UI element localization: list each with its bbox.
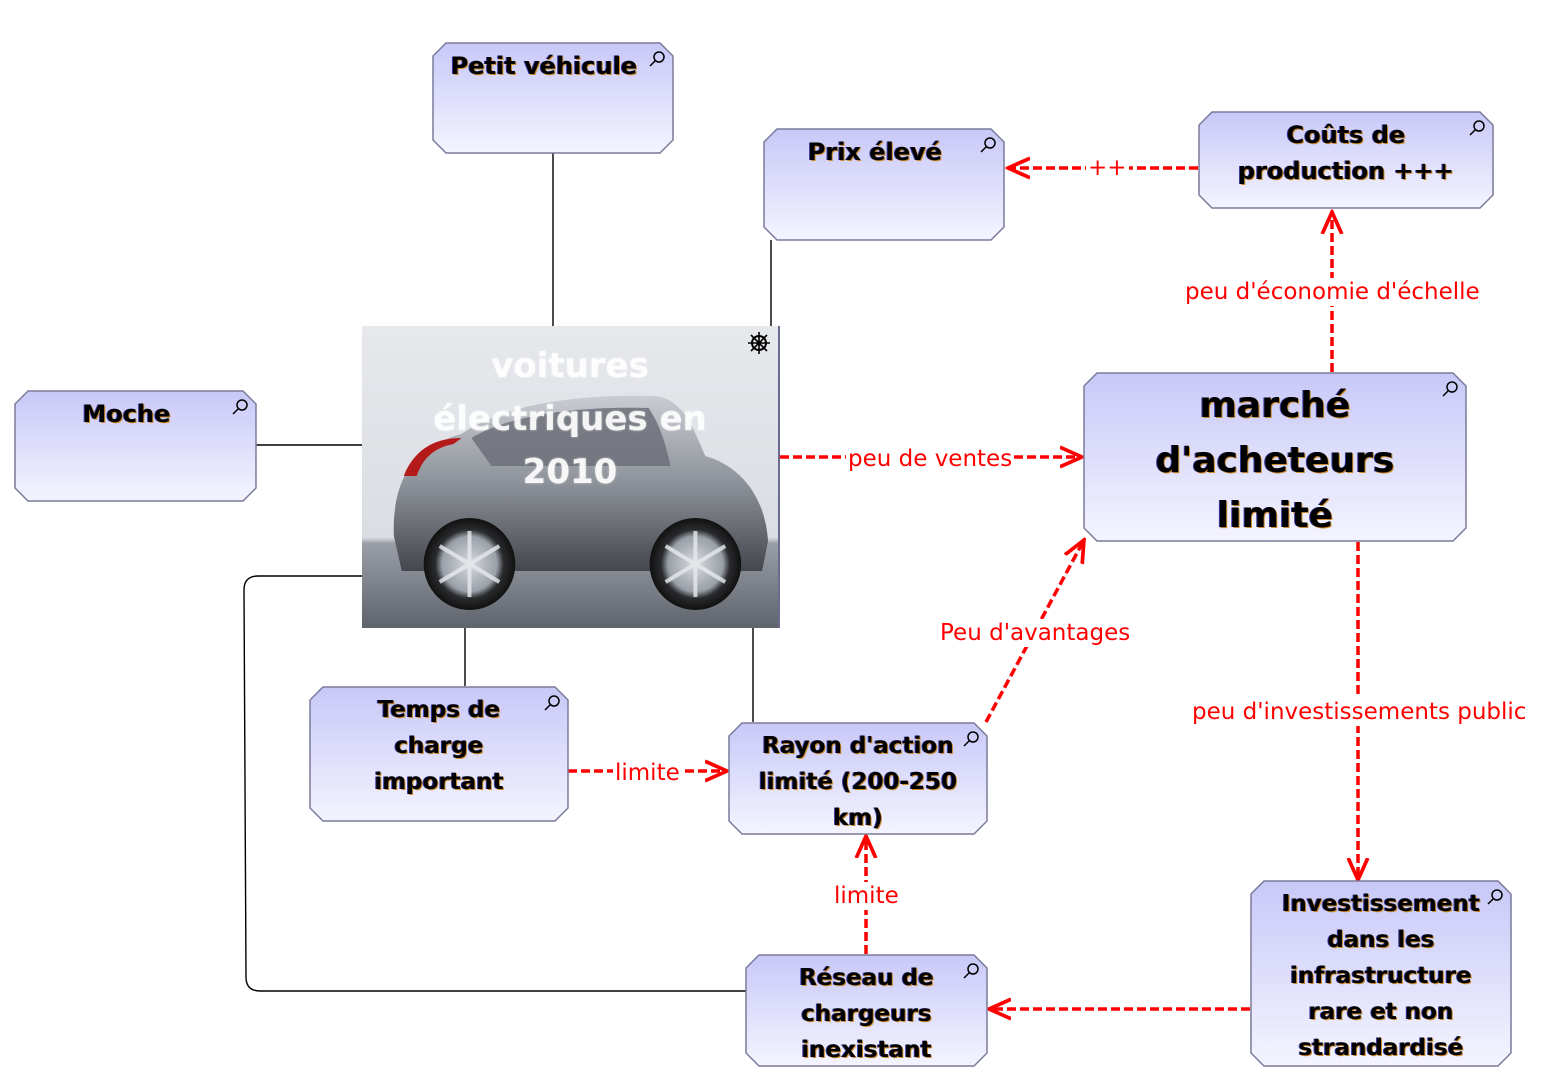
node-shape: [1083, 372, 1467, 542]
edge-label-plusplus: ++: [1086, 154, 1129, 182]
node-label: Petit véhicule: [450, 52, 638, 80]
node-label: Temps de charge important: [374, 697, 504, 795]
node-label: Coûts de production +++: [1238, 121, 1454, 185]
magnifier-icon[interactable]: [979, 136, 997, 154]
node-label: marché d'acheteurs limité: [1155, 385, 1395, 536]
link-central-reseau-chargeurs[interactable]: [243, 575, 746, 992]
node-temps-charge[interactable]: Temps de charge important: [309, 686, 569, 822]
magnifier-icon[interactable]: [648, 50, 666, 68]
node-shape: [745, 954, 988, 1067]
central-node-title: voitures électriques en 2010: [433, 346, 707, 492]
node-shape: [1198, 111, 1494, 209]
node-rayon-action[interactable]: Rayon d'action limité (200-250 km): [728, 722, 988, 835]
edge-label-peu-de-ventes: peu de ventes: [846, 445, 1015, 473]
node-shape: [763, 128, 1005, 241]
node-moche[interactable]: Moche: [14, 390, 257, 502]
magnifier-icon[interactable]: [231, 398, 249, 416]
magnifier-icon[interactable]: [1468, 119, 1486, 137]
edge-label-investissements-public: peu d'investissements public: [1190, 698, 1529, 726]
central-node-voitures-electriques[interactable]: voitures électriques en 2010: [362, 326, 780, 628]
magnifier-icon[interactable]: [1441, 380, 1459, 398]
node-label: Prix élevé: [807, 138, 943, 166]
magnifier-icon[interactable]: [543, 694, 561, 712]
node-shape: [309, 686, 569, 822]
node-marche-limite[interactable]: marché d'acheteurs limité: [1083, 372, 1467, 542]
node-shape: [728, 722, 988, 835]
node-label: Rayon d'action limité (200-250 km): [758, 733, 958, 831]
node-investissement[interactable]: Investissement dans les infrastructure r…: [1250, 880, 1512, 1067]
link-rayon-to-marche[interactable]: [984, 540, 1084, 723]
magnifier-icon[interactable]: [962, 730, 980, 748]
node-shape: [1250, 880, 1512, 1067]
node-shape: [14, 390, 257, 502]
node-prix-eleve[interactable]: Prix élevé: [763, 128, 1005, 241]
node-label: Réseau de chargeurs inexistant: [799, 965, 934, 1063]
node-shape: [432, 42, 674, 154]
helm-wheel-icon[interactable]: [746, 330, 772, 356]
magnifier-icon[interactable]: [1486, 888, 1504, 906]
node-label: Moche: [82, 400, 171, 428]
node-couts-production[interactable]: Coûts de production +++: [1198, 111, 1494, 209]
edge-label-peu-avantages: Peu d'avantages: [938, 619, 1133, 647]
magnifier-icon[interactable]: [962, 962, 980, 980]
edge-label-limite-reseau: limite: [832, 882, 901, 910]
node-label: Investissement dans les infrastructure r…: [1281, 891, 1480, 1061]
edge-label-economie-echelle: peu d'économie d'échelle: [1183, 278, 1482, 306]
edge-label-limite-temps: limite: [613, 759, 682, 787]
node-reseau-chargeurs[interactable]: Réseau de chargeurs inexistant: [745, 954, 988, 1067]
car-photo: [362, 326, 778, 628]
node-petit-vehicule[interactable]: Petit véhicule: [432, 42, 674, 154]
